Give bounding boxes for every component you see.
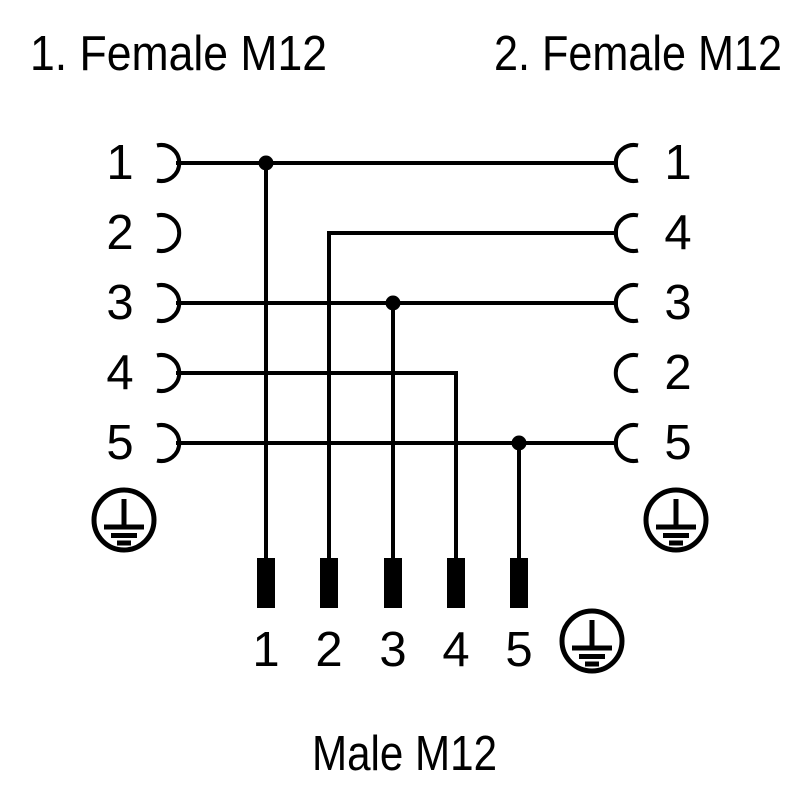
male-pin-icon bbox=[257, 558, 275, 608]
female2-pin-label: 3 bbox=[664, 276, 691, 330]
male-pin-label: 3 bbox=[379, 623, 406, 677]
female1-socket-icon bbox=[156, 213, 182, 253]
junction-dot bbox=[258, 155, 274, 171]
male-pin-icon bbox=[384, 558, 402, 608]
female1-pin-label: 1 bbox=[106, 136, 133, 190]
female1-pin-label: 4 bbox=[106, 346, 133, 400]
female1-pin-label: 2 bbox=[106, 206, 133, 260]
female2-socket-icon bbox=[613, 283, 639, 323]
male-pin-icon bbox=[510, 558, 528, 608]
protective-earth-icon bbox=[94, 490, 154, 550]
male-pin-label: 1 bbox=[252, 623, 279, 677]
male-title: Male M12 bbox=[312, 727, 497, 781]
female2-pin-label: 4 bbox=[664, 206, 691, 260]
female1-socket-icon bbox=[156, 143, 182, 183]
female2-socket-icon bbox=[613, 213, 639, 253]
female1-socket-icon bbox=[156, 353, 182, 393]
female2-title: 2. Female M12 bbox=[494, 27, 782, 81]
protective-earth-icon bbox=[646, 490, 706, 550]
female2-socket-icon bbox=[613, 423, 639, 463]
female2-socket-icon bbox=[613, 143, 639, 183]
protective-earth-icon bbox=[562, 611, 622, 671]
female1-pin-label: 3 bbox=[106, 276, 133, 330]
male-pin-icon bbox=[447, 558, 465, 608]
male-pin-label: 4 bbox=[442, 623, 469, 677]
female2-socket-icon bbox=[613, 353, 639, 393]
female1-socket-icon bbox=[156, 283, 182, 323]
female2-pin-label: 2 bbox=[664, 346, 691, 400]
junction-dot bbox=[511, 435, 527, 451]
female1-socket-icon bbox=[156, 423, 182, 463]
female1-title: 1. Female M12 bbox=[30, 27, 327, 81]
male-pin-label: 5 bbox=[505, 623, 532, 677]
male-pin-icon bbox=[320, 558, 338, 608]
female1-pin-label: 5 bbox=[106, 416, 133, 470]
female2-pin-label: 1 bbox=[664, 136, 691, 190]
female2-pin-label: 5 bbox=[664, 416, 691, 470]
male-pin-label: 2 bbox=[315, 623, 342, 677]
junction-dot bbox=[385, 295, 401, 311]
